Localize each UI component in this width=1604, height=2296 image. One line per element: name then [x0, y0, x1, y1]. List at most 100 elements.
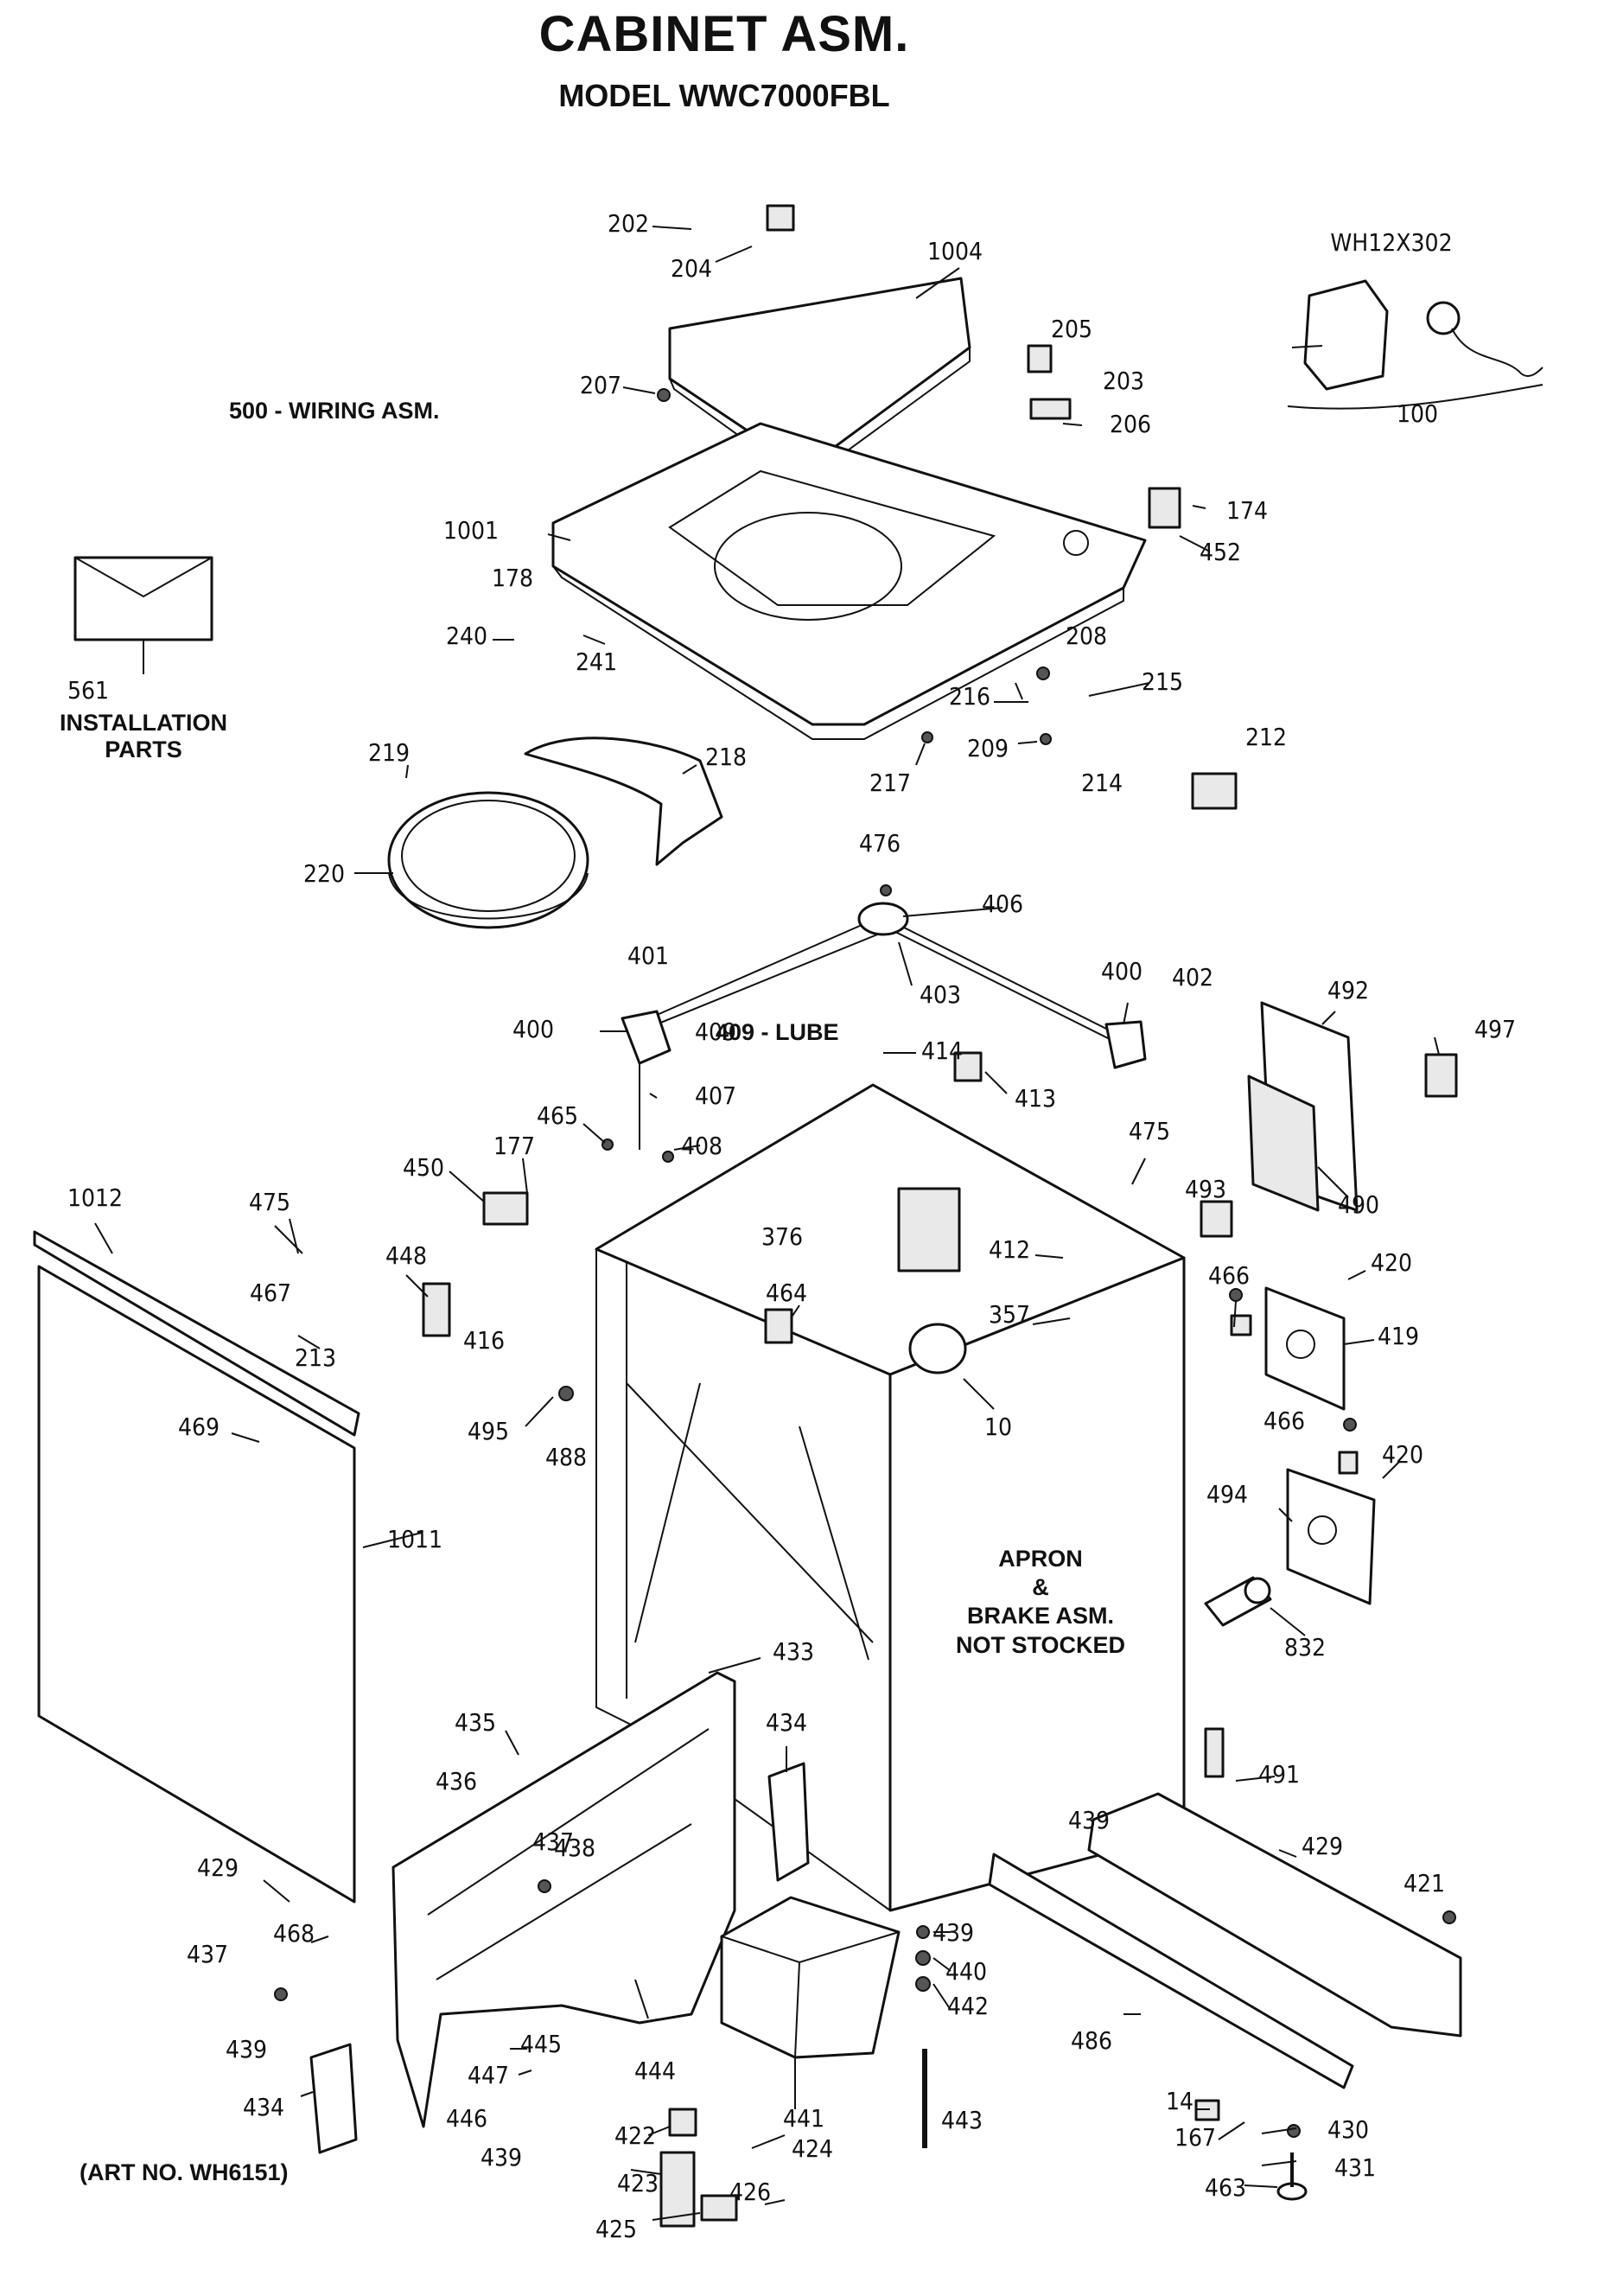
rail-421-part — [1087, 1792, 1462, 2038]
apron-label-line1: APRON — [998, 1546, 1083, 1572]
callout-429: 429 — [197, 1853, 239, 1882]
agitator-bracket-part — [524, 737, 723, 866]
callout-420: 420 — [1382, 1440, 1423, 1469]
lube-label: 409 - LUBE — [716, 1019, 839, 1045]
callout-493: 493 — [1185, 1175, 1226, 1203]
callout-437: 437 — [532, 1827, 574, 1856]
installation-label-line2: PARTS — [105, 737, 182, 762]
callout-208: 208 — [1066, 622, 1107, 650]
callout-178: 178 — [492, 564, 533, 592]
callout-357: 357 — [989, 1300, 1030, 1329]
apron-label-line4: NOT STOCKED — [956, 1632, 1125, 1658]
callout-437: 437 — [187, 1940, 228, 1968]
callout-463: 463 — [1205, 2173, 1246, 2202]
bracket-494-part — [1286, 1468, 1376, 1605]
callout-14: 14 — [1166, 2087, 1193, 2115]
apron-label-line2: & — [1032, 1574, 1049, 1600]
callout-433: 433 — [773, 1637, 814, 1666]
callout-206: 206 — [1110, 410, 1151, 438]
callout-209: 209 — [967, 734, 1009, 762]
callout-408: 408 — [681, 1132, 722, 1160]
installation-label-line1: INSTALLATION — [60, 710, 227, 736]
callout-202: 202 — [608, 209, 649, 238]
callout-469: 469 — [178, 1413, 220, 1441]
callout-495: 495 — [468, 1417, 509, 1445]
callout-447: 447 — [468, 2061, 509, 2089]
callout-438: 438 — [554, 1834, 595, 1862]
callout-402: 402 — [1172, 963, 1213, 992]
callout-475: 475 — [249, 1188, 290, 1216]
callout-476: 476 — [859, 829, 901, 858]
callout-488: 488 — [545, 1443, 587, 1471]
callout-443: 443 — [941, 2106, 983, 2134]
model-subtitle: MODEL WWC7000FBL — [558, 78, 890, 113]
callout-414: 414 — [921, 1036, 963, 1065]
callout-240: 240 — [446, 622, 487, 650]
callout-466: 466 — [1263, 1406, 1305, 1435]
callout-467: 467 — [250, 1279, 291, 1307]
callout-832: 832 — [1284, 1633, 1326, 1661]
callout-376: 376 — [761, 1222, 803, 1251]
art-number: (ART NO. WH6151) — [80, 2159, 289, 2185]
callout-WH12X302: WH12X302 — [1330, 228, 1452, 257]
callout-444: 444 — [634, 2057, 676, 2085]
bracket-434-part — [309, 1762, 810, 2154]
callout-561: 561 — [67, 676, 109, 705]
callout-167: 167 — [1174, 2123, 1216, 2152]
callout-400: 400 — [512, 1015, 554, 1043]
callout-434: 434 — [766, 1708, 807, 1737]
hardware-parts — [274, 204, 1458, 2228]
callout-436: 436 — [436, 1767, 477, 1795]
cabinet-frame-part — [595, 1083, 1186, 1912]
callout-1001: 1001 — [443, 516, 499, 545]
callout-468: 468 — [273, 1919, 315, 1948]
callout-486: 486 — [1071, 2026, 1112, 2055]
callout-464: 464 — [766, 1279, 807, 1307]
page-title: CABINET ASM. — [538, 6, 910, 62]
callout-204: 204 — [671, 254, 712, 283]
top-lid-part — [668, 277, 971, 468]
side-panel-part — [33, 1230, 360, 1904]
callout-1012: 1012 — [67, 1183, 123, 1212]
callout-205: 205 — [1051, 315, 1092, 343]
callout-490: 490 — [1338, 1190, 1379, 1219]
callout-439: 439 — [932, 1918, 974, 1947]
callout-466: 466 — [1208, 1261, 1250, 1290]
callout-429: 429 — [1302, 1832, 1343, 1860]
callout-439: 439 — [1068, 1806, 1110, 1834]
callout-450: 450 — [403, 1153, 444, 1182]
cabinet-top-part — [551, 422, 1147, 740]
callout-407: 407 — [695, 1081, 736, 1110]
callout-218: 218 — [705, 743, 747, 771]
callout-400: 400 — [1101, 957, 1143, 985]
hose-832-part — [1204, 1576, 1272, 1627]
callout-216: 216 — [949, 682, 990, 711]
callout-419: 419 — [1378, 1322, 1419, 1350]
callout-203: 203 — [1103, 367, 1144, 395]
callout-452: 452 — [1200, 538, 1241, 566]
callout-220: 220 — [303, 859, 345, 888]
callout-100: 100 — [1397, 399, 1438, 428]
callout-425: 425 — [595, 2215, 637, 2243]
callout-420: 420 — [1371, 1248, 1412, 1277]
callout-442: 442 — [947, 1992, 989, 2020]
callout-213: 213 — [295, 1343, 336, 1372]
base-frame-part — [391, 1671, 736, 2128]
callout-212: 212 — [1245, 723, 1287, 751]
callout-448: 448 — [385, 1241, 427, 1270]
callout-215: 215 — [1142, 667, 1183, 696]
callout-217: 217 — [869, 769, 911, 797]
callout-494: 494 — [1206, 1480, 1248, 1508]
callout-431: 431 — [1334, 2153, 1376, 2182]
callout-403: 403 — [920, 980, 961, 1009]
rear-panel-part — [1247, 1001, 1359, 1212]
timer-part — [1287, 279, 1544, 410]
callout-430: 430 — [1327, 2115, 1369, 2144]
installation-parts-envelope — [73, 556, 213, 674]
callout-441: 441 — [783, 2104, 824, 2133]
callout-426: 426 — [729, 2178, 771, 2206]
wiring-assembly-label: 500 - WIRING ASM. — [229, 398, 440, 424]
callout-406: 406 — [982, 890, 1023, 918]
